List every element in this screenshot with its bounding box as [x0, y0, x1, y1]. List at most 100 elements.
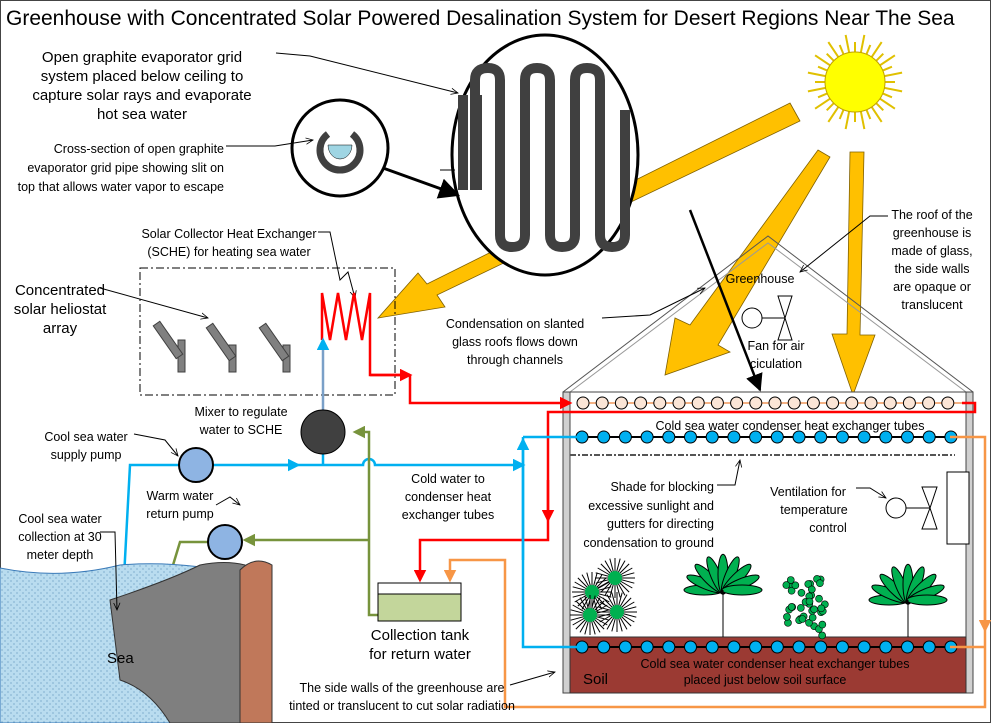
evaporator-tube: [711, 397, 723, 409]
condenser-tube: [750, 641, 762, 653]
svg-text:meter depth: meter depth: [27, 548, 94, 562]
svg-text:are opaque or: are opaque or: [893, 280, 971, 294]
condenser-tube: [685, 641, 697, 653]
svg-text:return pump: return pump: [146, 507, 213, 521]
bush-leaf: [783, 582, 790, 589]
condenser-tube: [902, 641, 914, 653]
evaporator-tube: [884, 397, 896, 409]
svg-text:Sea: Sea: [107, 650, 134, 667]
condenser-tube: [641, 641, 653, 653]
condenser-tube: [619, 431, 631, 443]
svg-text:array: array: [43, 320, 78, 337]
bush-leaf: [818, 605, 825, 612]
svg-text:Open graphite evaporator grid: Open graphite evaporator grid: [42, 49, 242, 66]
svg-text:collection at 30: collection at 30: [18, 530, 101, 544]
soil-label: Soil: [583, 671, 608, 688]
condenser-tube: [793, 641, 805, 653]
bush-leaf: [797, 604, 804, 611]
svg-text:Cold sea water condenser heat: Cold sea water condenser heat exchanger …: [641, 657, 910, 671]
diagram-title: Greenhouse with Concentrated Solar Power…: [6, 7, 955, 30]
bush-leaf: [788, 603, 795, 610]
svg-text:(SCHE) for heating sea water: (SCHE) for heating sea water: [147, 245, 310, 259]
cold-water-label: Cold water to condenser heat exchanger t…: [402, 472, 494, 522]
condenser-tube: [923, 431, 935, 443]
bush-leaf: [808, 586, 815, 593]
evaporator-tube: [827, 397, 839, 409]
svg-text:solar heliostat: solar heliostat: [14, 301, 107, 318]
condenser-tube: [880, 641, 892, 653]
svg-text:condensation to ground: condensation to ground: [583, 536, 714, 550]
svg-text:capture solar rays and evapora: capture solar rays and evaporate: [32, 87, 251, 104]
svg-text:The side walls of the greenhou: The side walls of the greenhouse are: [300, 681, 505, 695]
condenser-tube: [663, 641, 675, 653]
evaporator-tube: [692, 397, 704, 409]
condenser-tube: [858, 641, 870, 653]
svg-text:greenhouse is: greenhouse is: [893, 226, 972, 240]
evaporator-tube: [731, 397, 743, 409]
svg-text:gutters for directing: gutters for directing: [607, 517, 714, 531]
evaporator-tube: [807, 397, 819, 409]
svg-text:Concentrated: Concentrated: [15, 282, 105, 299]
evaporator-tube: [577, 397, 589, 409]
bush-leaf: [819, 632, 826, 639]
bush-leaf: [816, 595, 823, 602]
leafy-plant: [722, 585, 762, 595]
svg-text:ciculation: ciculation: [750, 357, 802, 371]
evaporator-tube: [654, 397, 666, 409]
bush-leaf: [811, 606, 818, 613]
sun-disc: [825, 52, 885, 112]
evaporator-tube: [788, 397, 800, 409]
bush-leaf: [819, 621, 826, 628]
evaporator-tube: [635, 397, 647, 409]
evaporator-tube: [865, 397, 877, 409]
svg-text:made of glass,: made of glass,: [891, 244, 972, 258]
evaporator-tube: [673, 397, 685, 409]
condenser-tube: [706, 641, 718, 653]
mixer: [301, 410, 345, 454]
supply-pump: [179, 448, 213, 482]
bush-leaf: [783, 613, 790, 620]
top-tubes-label: Cold sea water condenser heat exchanger …: [656, 419, 925, 433]
svg-text:condenser heat: condenser heat: [405, 490, 492, 504]
condenser-tube: [619, 641, 631, 653]
svg-text:Warm water: Warm water: [147, 489, 214, 503]
condenser-tube: [923, 641, 935, 653]
evaporator-tube: [596, 397, 608, 409]
svg-text:system placed below ceiling to: system placed below ceiling to: [41, 68, 244, 85]
svg-text:control: control: [809, 521, 847, 535]
return-pump: [208, 525, 242, 559]
svg-text:hot sea water: hot sea water: [97, 106, 187, 123]
bush-leaf: [809, 614, 816, 621]
svg-text:water to SCHE: water to SCHE: [199, 423, 283, 437]
svg-text:Cold water to: Cold water to: [411, 472, 485, 486]
svg-text:Solar Collector Heat Exchanger: Solar Collector Heat Exchanger: [141, 227, 316, 241]
bush-leaf: [798, 589, 805, 596]
svg-text:through channels: through channels: [467, 353, 563, 367]
svg-text:Cool sea water: Cool sea water: [44, 430, 127, 444]
condenser-tube: [836, 641, 848, 653]
svg-text:translucent: translucent: [901, 298, 963, 312]
svg-text:tinted or translucent to cut s: tinted or translucent to cut solar radia…: [289, 699, 515, 713]
condenser-tube: [728, 641, 740, 653]
bush-leaf: [806, 598, 813, 605]
svg-text:the side walls: the side walls: [894, 262, 969, 276]
svg-text:Mixer to regulate: Mixer to regulate: [194, 405, 287, 419]
condenser-tube: [815, 641, 827, 653]
evaporator-tube: [942, 397, 954, 409]
leafy-plant: [907, 595, 947, 605]
evaporator-tube: [923, 397, 935, 409]
svg-text:Fan for air: Fan for air: [748, 339, 805, 353]
svg-text:temperature: temperature: [780, 503, 847, 517]
svg-text:evaporator grid pipe showing s: evaporator grid pipe showing slit on: [27, 161, 224, 175]
condenser-tube: [641, 431, 653, 443]
svg-text:excessive sunlight and: excessive sunlight and: [588, 499, 714, 513]
greenhouse-label: Greenhouse: [726, 272, 795, 286]
svg-text:Collection tank: Collection tank: [371, 627, 470, 644]
svg-text:Cross-section of open graphite: Cross-section of open graphite: [54, 142, 224, 156]
evaporator-tube: [769, 397, 781, 409]
svg-text:glass roofs flows down: glass roofs flows down: [452, 335, 578, 349]
svg-text:Cool sea water: Cool sea water: [18, 512, 101, 526]
condenser-tube: [598, 431, 610, 443]
bush-leaf: [816, 580, 823, 587]
svg-text:placed just below soil surface: placed just below soil surface: [684, 673, 847, 687]
